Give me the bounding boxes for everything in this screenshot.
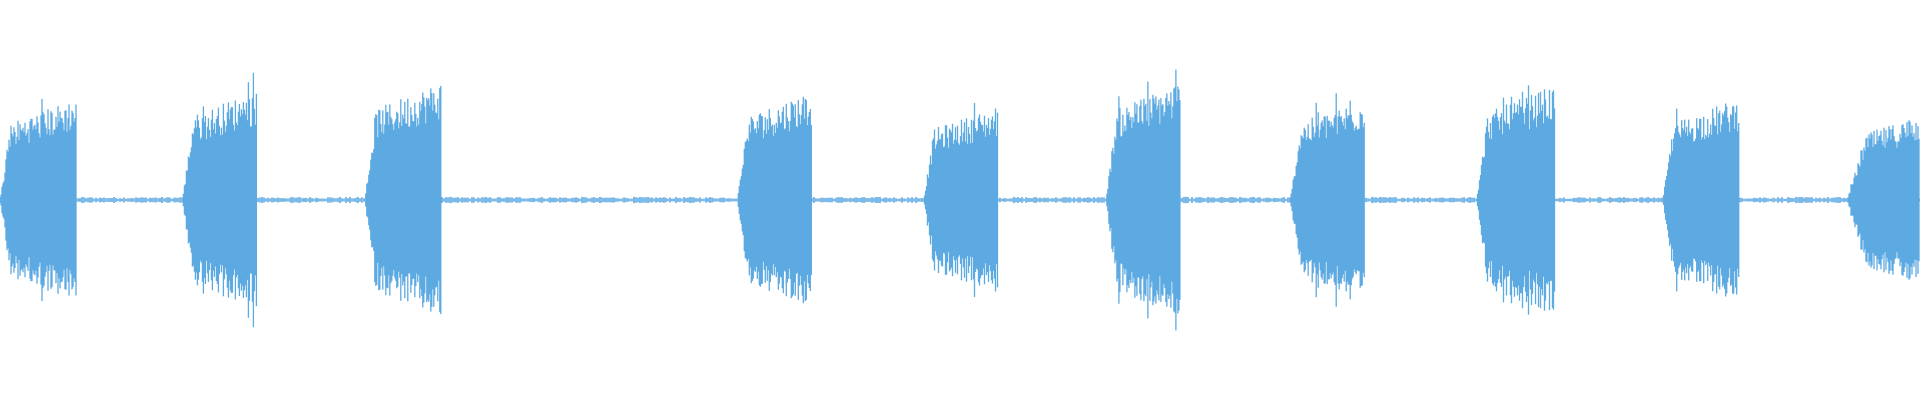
waveform-burst-1 (0, 99, 77, 301)
waveform-burst-10 (1847, 120, 1920, 280)
waveform-burst-7 (1290, 93, 1365, 307)
waveform-burst-2 (182, 72, 258, 328)
waveform-burst-4 (737, 96, 812, 304)
waveform-bursts (0, 69, 1920, 331)
waveform-burst-8 (1476, 85, 1556, 315)
waveform-burst-6 (1106, 69, 1181, 331)
waveform-burst-5 (923, 103, 999, 297)
waveform-burst-9 (1663, 103, 1740, 297)
waveform-burst-3 (365, 85, 442, 315)
